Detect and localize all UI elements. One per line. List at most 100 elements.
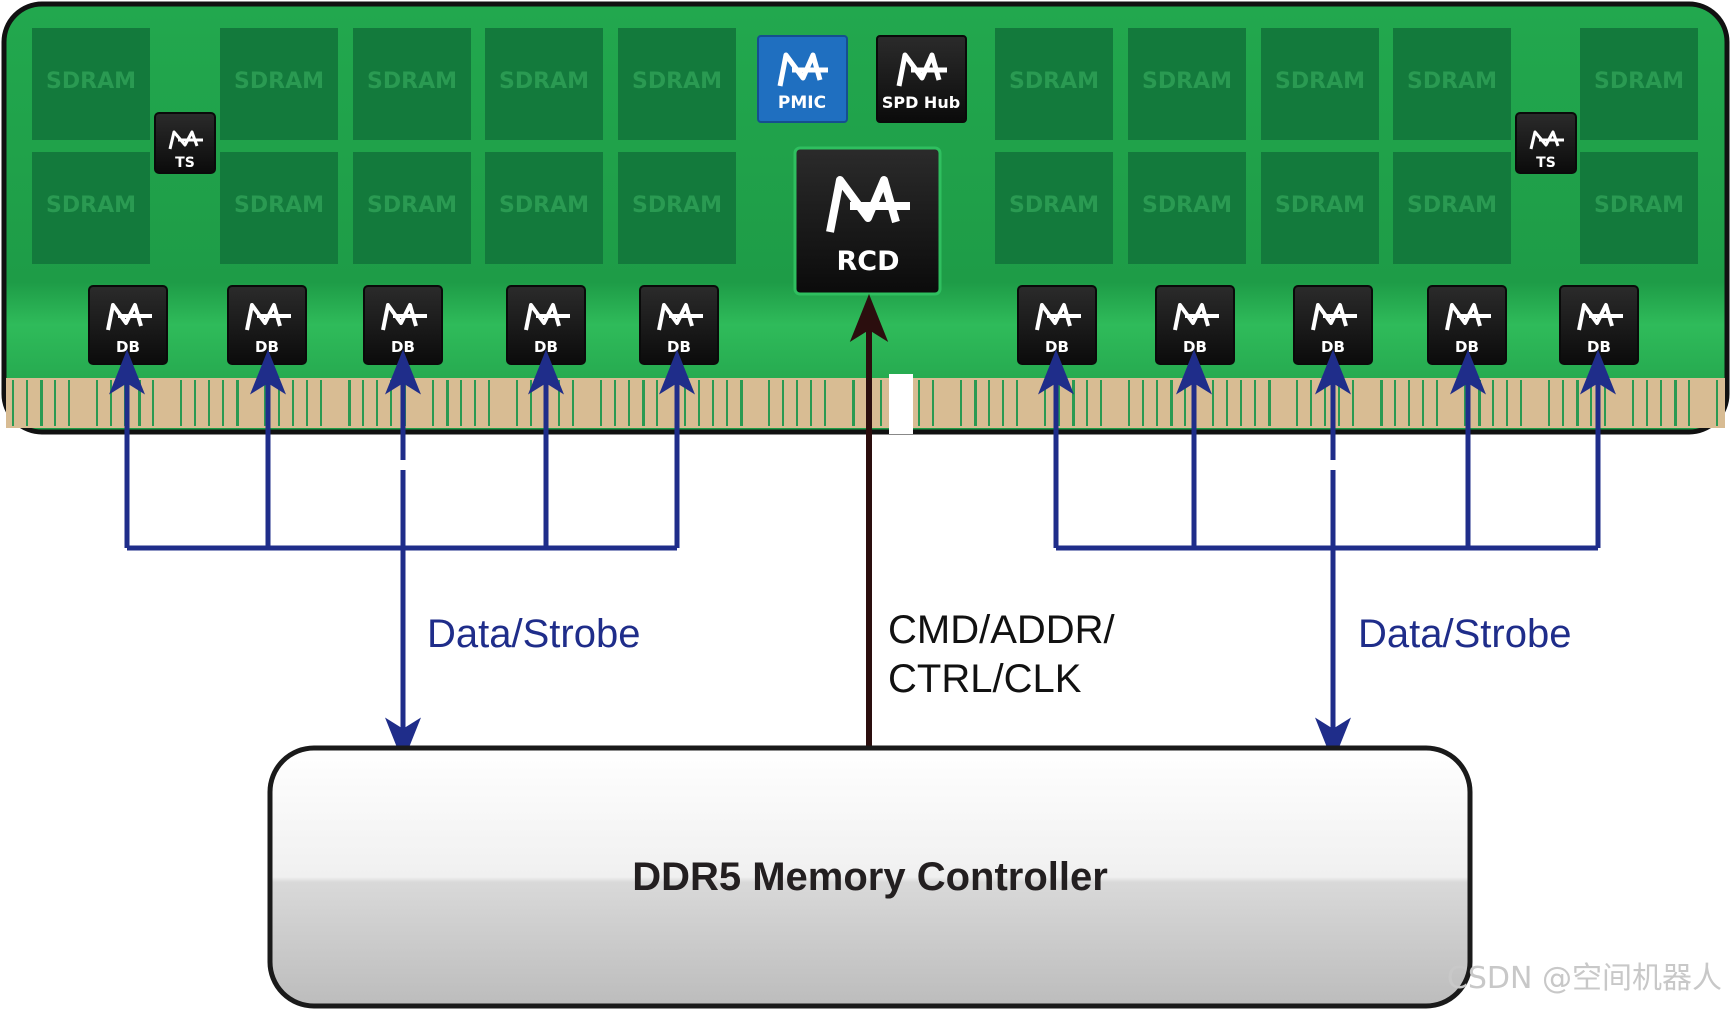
contact-gap (1044, 380, 1046, 426)
db-label: DB (116, 338, 140, 356)
sdram-chip (618, 152, 736, 264)
sdram-group: SDRAM SDRAM SDRAM SDRAM SDRAM SDRAM SDRAM SDRAM… (32, 28, 1698, 264)
rcd-logo-icon (826, 176, 910, 233)
db-logo-icon (1445, 303, 1491, 331)
data-bus-right (1038, 349, 1616, 763)
db-logo-icon (1577, 303, 1623, 331)
contact-gap (306, 380, 308, 426)
sdram-chip (32, 28, 150, 140)
sdram-label: SDRAM (1407, 193, 1497, 218)
pmic-logo-icon (777, 52, 828, 87)
sdram-chip (1128, 152, 1246, 264)
db-logo-icon (1035, 303, 1081, 331)
data-buffer-chip: DB (1155, 285, 1235, 365)
contact-gap (1408, 380, 1410, 426)
contact-gap (12, 380, 14, 426)
sdram-chip (1580, 152, 1698, 264)
watermark: CSDN @空间机器人 (1447, 961, 1722, 996)
contact-gap (516, 380, 518, 426)
contact-gap (1142, 380, 1144, 426)
sdram-label: SDRAM (234, 69, 324, 94)
sdram-chip (1393, 152, 1511, 264)
sdram-chip (1393, 28, 1511, 140)
contact-gap (918, 380, 920, 426)
contact-gap (824, 380, 826, 426)
contact-gap (1604, 380, 1606, 426)
contact-gap (96, 380, 98, 426)
sdram-chip (32, 152, 150, 264)
db-label: DB (1587, 338, 1611, 356)
contact-gap (880, 380, 882, 426)
contact-gap (1212, 380, 1214, 426)
contact-gap (292, 380, 294, 426)
contact-gap (712, 380, 714, 426)
memory-controller: DDR5 Memory Controller (267, 745, 1473, 1009)
sdram-chip (1128, 28, 1246, 140)
db-logo-icon (245, 303, 291, 331)
contact-gap (26, 380, 28, 426)
contact-gap (1338, 380, 1340, 426)
sdram-chip (353, 28, 471, 140)
contact-gap (152, 380, 154, 426)
contact-gap (1380, 380, 1383, 426)
db-label: DB (1183, 338, 1207, 356)
ts-left-label: TS (175, 155, 195, 171)
contact-gap (1646, 380, 1648, 426)
sdram-label: SDRAM (46, 69, 136, 94)
contact-gap (1478, 380, 1481, 426)
ts-left-logo-icon (168, 130, 203, 150)
contact-gap (54, 380, 56, 426)
sdram-label: SDRAM (499, 69, 589, 94)
contact-gap (474, 380, 476, 426)
data-buffer-chip: DB (88, 285, 168, 365)
sdram-chip (353, 152, 471, 264)
ctrl-clk-label: CTRL/CLK (888, 657, 1082, 701)
contact-gap (1002, 380, 1004, 426)
contact-gap (222, 380, 224, 426)
db-label: DB (667, 338, 691, 356)
contact-gap (488, 380, 490, 426)
sdram-label: SDRAM (1407, 69, 1497, 94)
contact-gap (1492, 380, 1494, 426)
sdram-label: SDRAM (632, 69, 722, 94)
data-buffer-chip: DB (506, 285, 586, 365)
sdram-label: SDRAM (234, 193, 324, 218)
sdram-chip (1261, 28, 1379, 140)
contact-gap (1576, 380, 1579, 426)
data-buffer-chip: DB (639, 285, 719, 365)
data-buffer-chip: DB (1427, 285, 1507, 365)
db-label: DB (391, 338, 415, 356)
sdram-chip (1261, 152, 1379, 264)
contact-gap (68, 380, 70, 426)
sdram-label: SDRAM (1275, 193, 1365, 218)
db-logo-icon (381, 303, 427, 331)
contact-gap (1506, 380, 1508, 426)
contact-gap (656, 380, 658, 426)
db-label: DB (1455, 338, 1479, 356)
contact-gap (180, 380, 182, 426)
contact-gap (1254, 380, 1256, 426)
db-logo-icon (657, 303, 703, 331)
sdram-chip (220, 152, 338, 264)
sdram-label: SDRAM (1275, 69, 1365, 94)
pmic-chip: PMIC (757, 35, 848, 123)
sdram-label: SDRAM (367, 69, 457, 94)
db-logo-icon (524, 303, 570, 331)
contact-gap (1072, 380, 1075, 426)
data-buffer-chip: DB (363, 285, 443, 365)
spd-hub-chip: SPD Hub (876, 35, 967, 123)
contact-gap (740, 380, 743, 426)
sdram-label: SDRAM (1594, 69, 1684, 94)
sdram-chip (485, 152, 603, 264)
contact-gap (1464, 380, 1466, 426)
contact-gap (1324, 380, 1326, 426)
contact-gap (1268, 380, 1271, 426)
sdram-label: SDRAM (1142, 193, 1232, 218)
contact-gap (796, 380, 798, 426)
sdram-label: SDRAM (1009, 193, 1099, 218)
contact-gap (642, 380, 645, 426)
contact-gap (1170, 380, 1173, 426)
contact-gap (726, 380, 728, 426)
